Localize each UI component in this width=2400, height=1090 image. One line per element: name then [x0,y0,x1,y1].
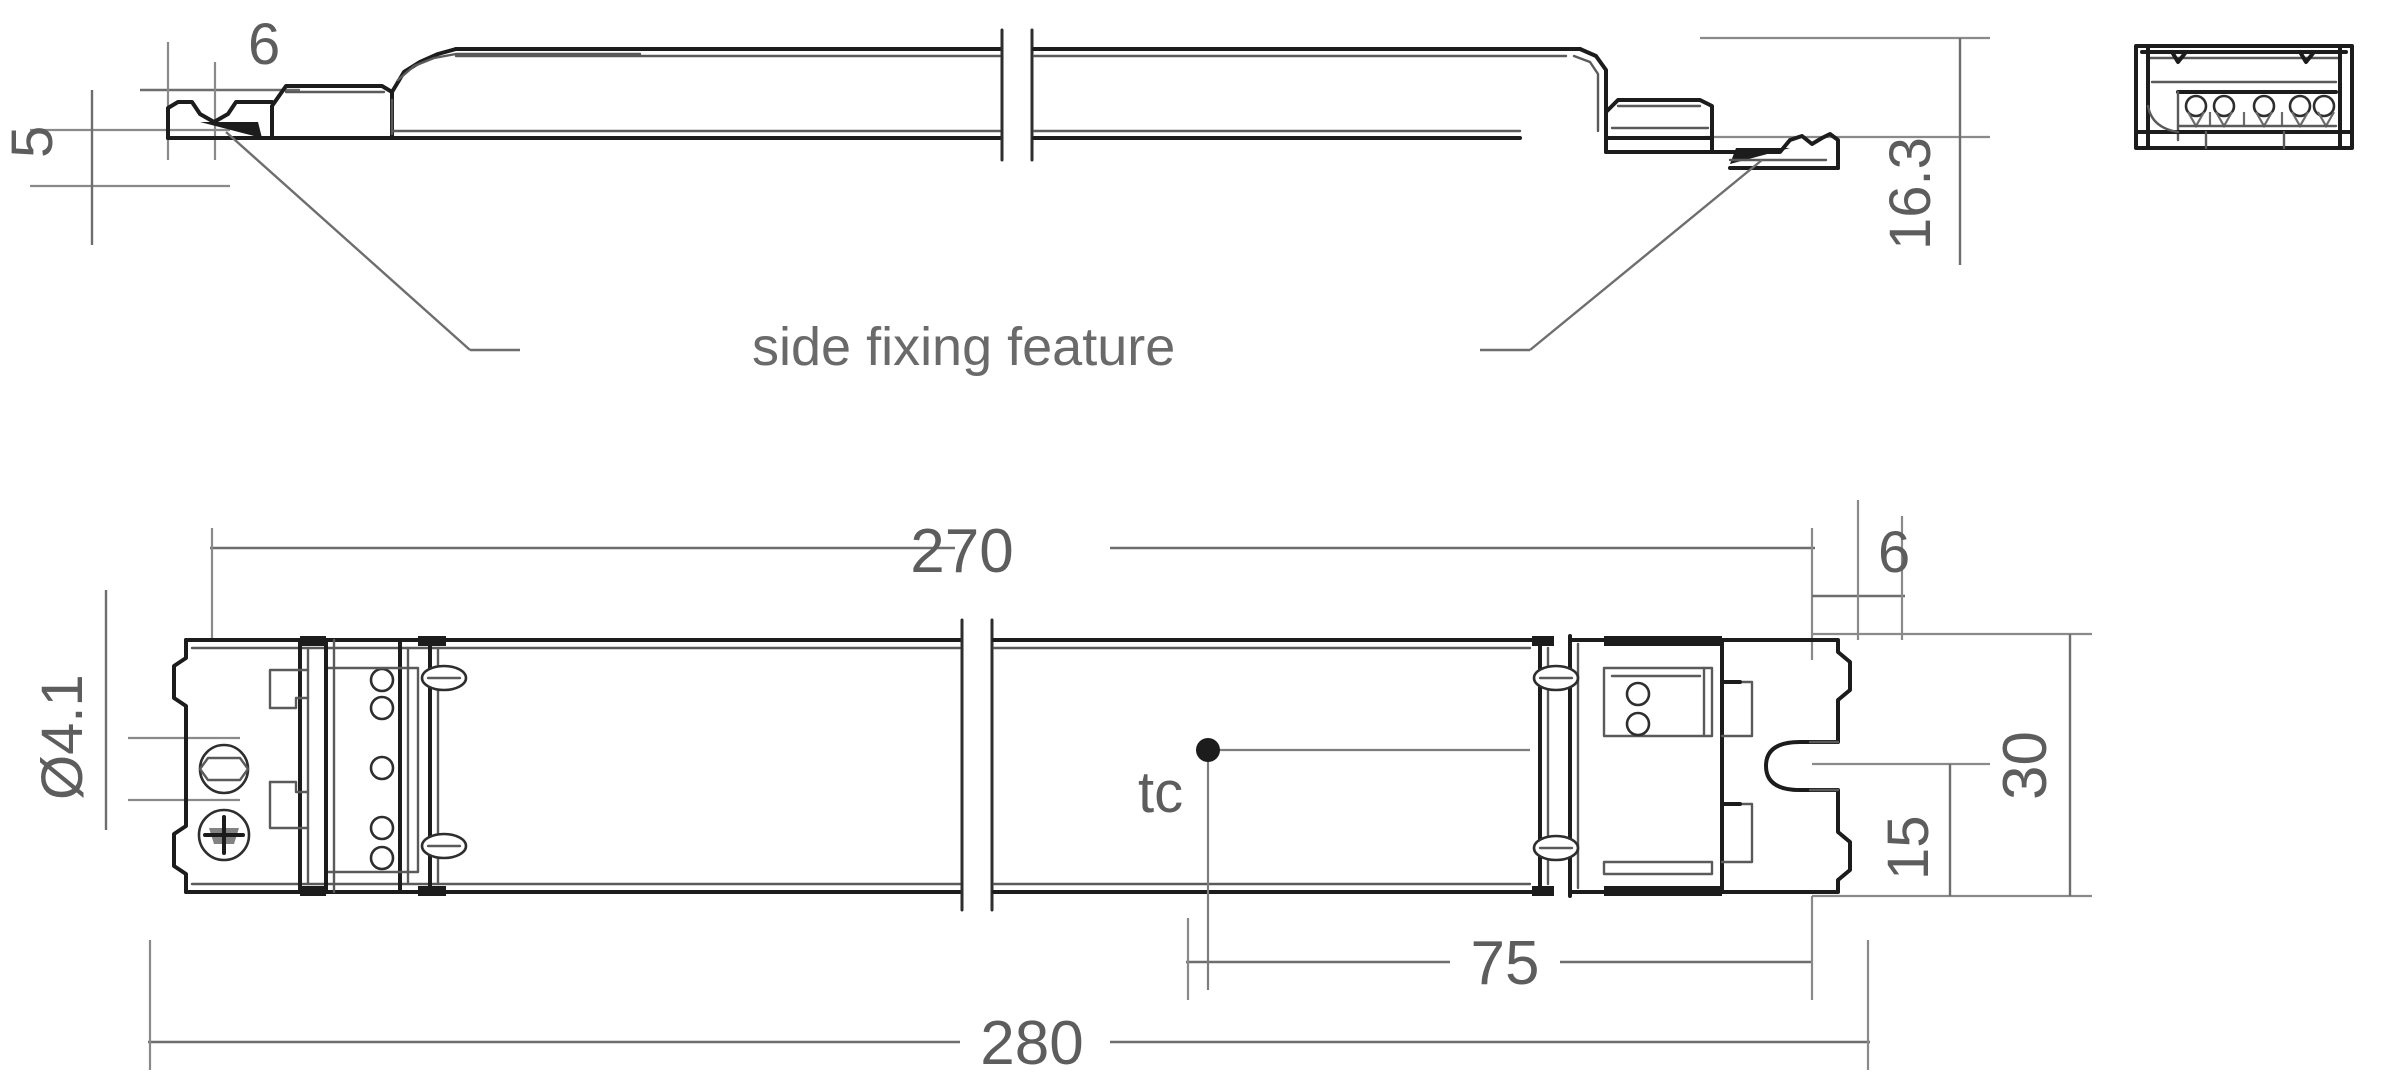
dim-label-6-right: 6 [1878,520,1910,585]
terminal-pins [369,667,395,871]
dimension-offset-75 [1186,896,1814,1000]
side-elevation-view: side fixing feature 5 6 16.3 [0,12,1990,377]
dim-label-6-top: 6 [248,12,280,77]
dim-label-16-3: 16.3 [1878,137,1943,250]
dimension-hole-dia-4-1 [104,590,240,830]
dimension-offset-6-right [1812,500,1905,640]
dim-label-75: 75 [1471,929,1540,998]
dimension-length-280 [148,940,1870,1070]
mounting-hole [198,743,250,795]
component-row [2184,94,2336,118]
label-tc: tc [1138,760,1183,825]
dimension-offset-6 [140,42,300,160]
dim-label-270: 270 [910,517,1013,586]
screw-head-symbol [197,808,251,862]
dimension-width-30 [1812,632,2092,898]
dim-label-280: 280 [980,1009,1083,1078]
dim-label-5: 5 [0,126,65,158]
break-line-plan-view [960,618,994,912]
dim-label-dia-4-1: Ø4.1 [30,674,95,800]
annotation-side-fixing-feature: side fixing feature [225,131,1763,377]
dimension-length-270 [210,528,1815,660]
end-section-view [2134,44,2354,150]
dim-label-15: 15 [1876,815,1941,880]
break-line-side-view [1000,28,1034,162]
dimension-height-5 [30,90,230,245]
dimension-offset-15 [1812,762,1990,896]
dimension-height-16-3 [1700,36,1990,265]
note-side-fixing-feature: side fixing feature [752,317,1175,377]
dim-label-30: 30 [1991,731,2060,800]
plan-view: tc 270 6 Ø4.1 30 15 75 280 [30,500,2092,1078]
tc-marker: tc [1138,738,1530,990]
